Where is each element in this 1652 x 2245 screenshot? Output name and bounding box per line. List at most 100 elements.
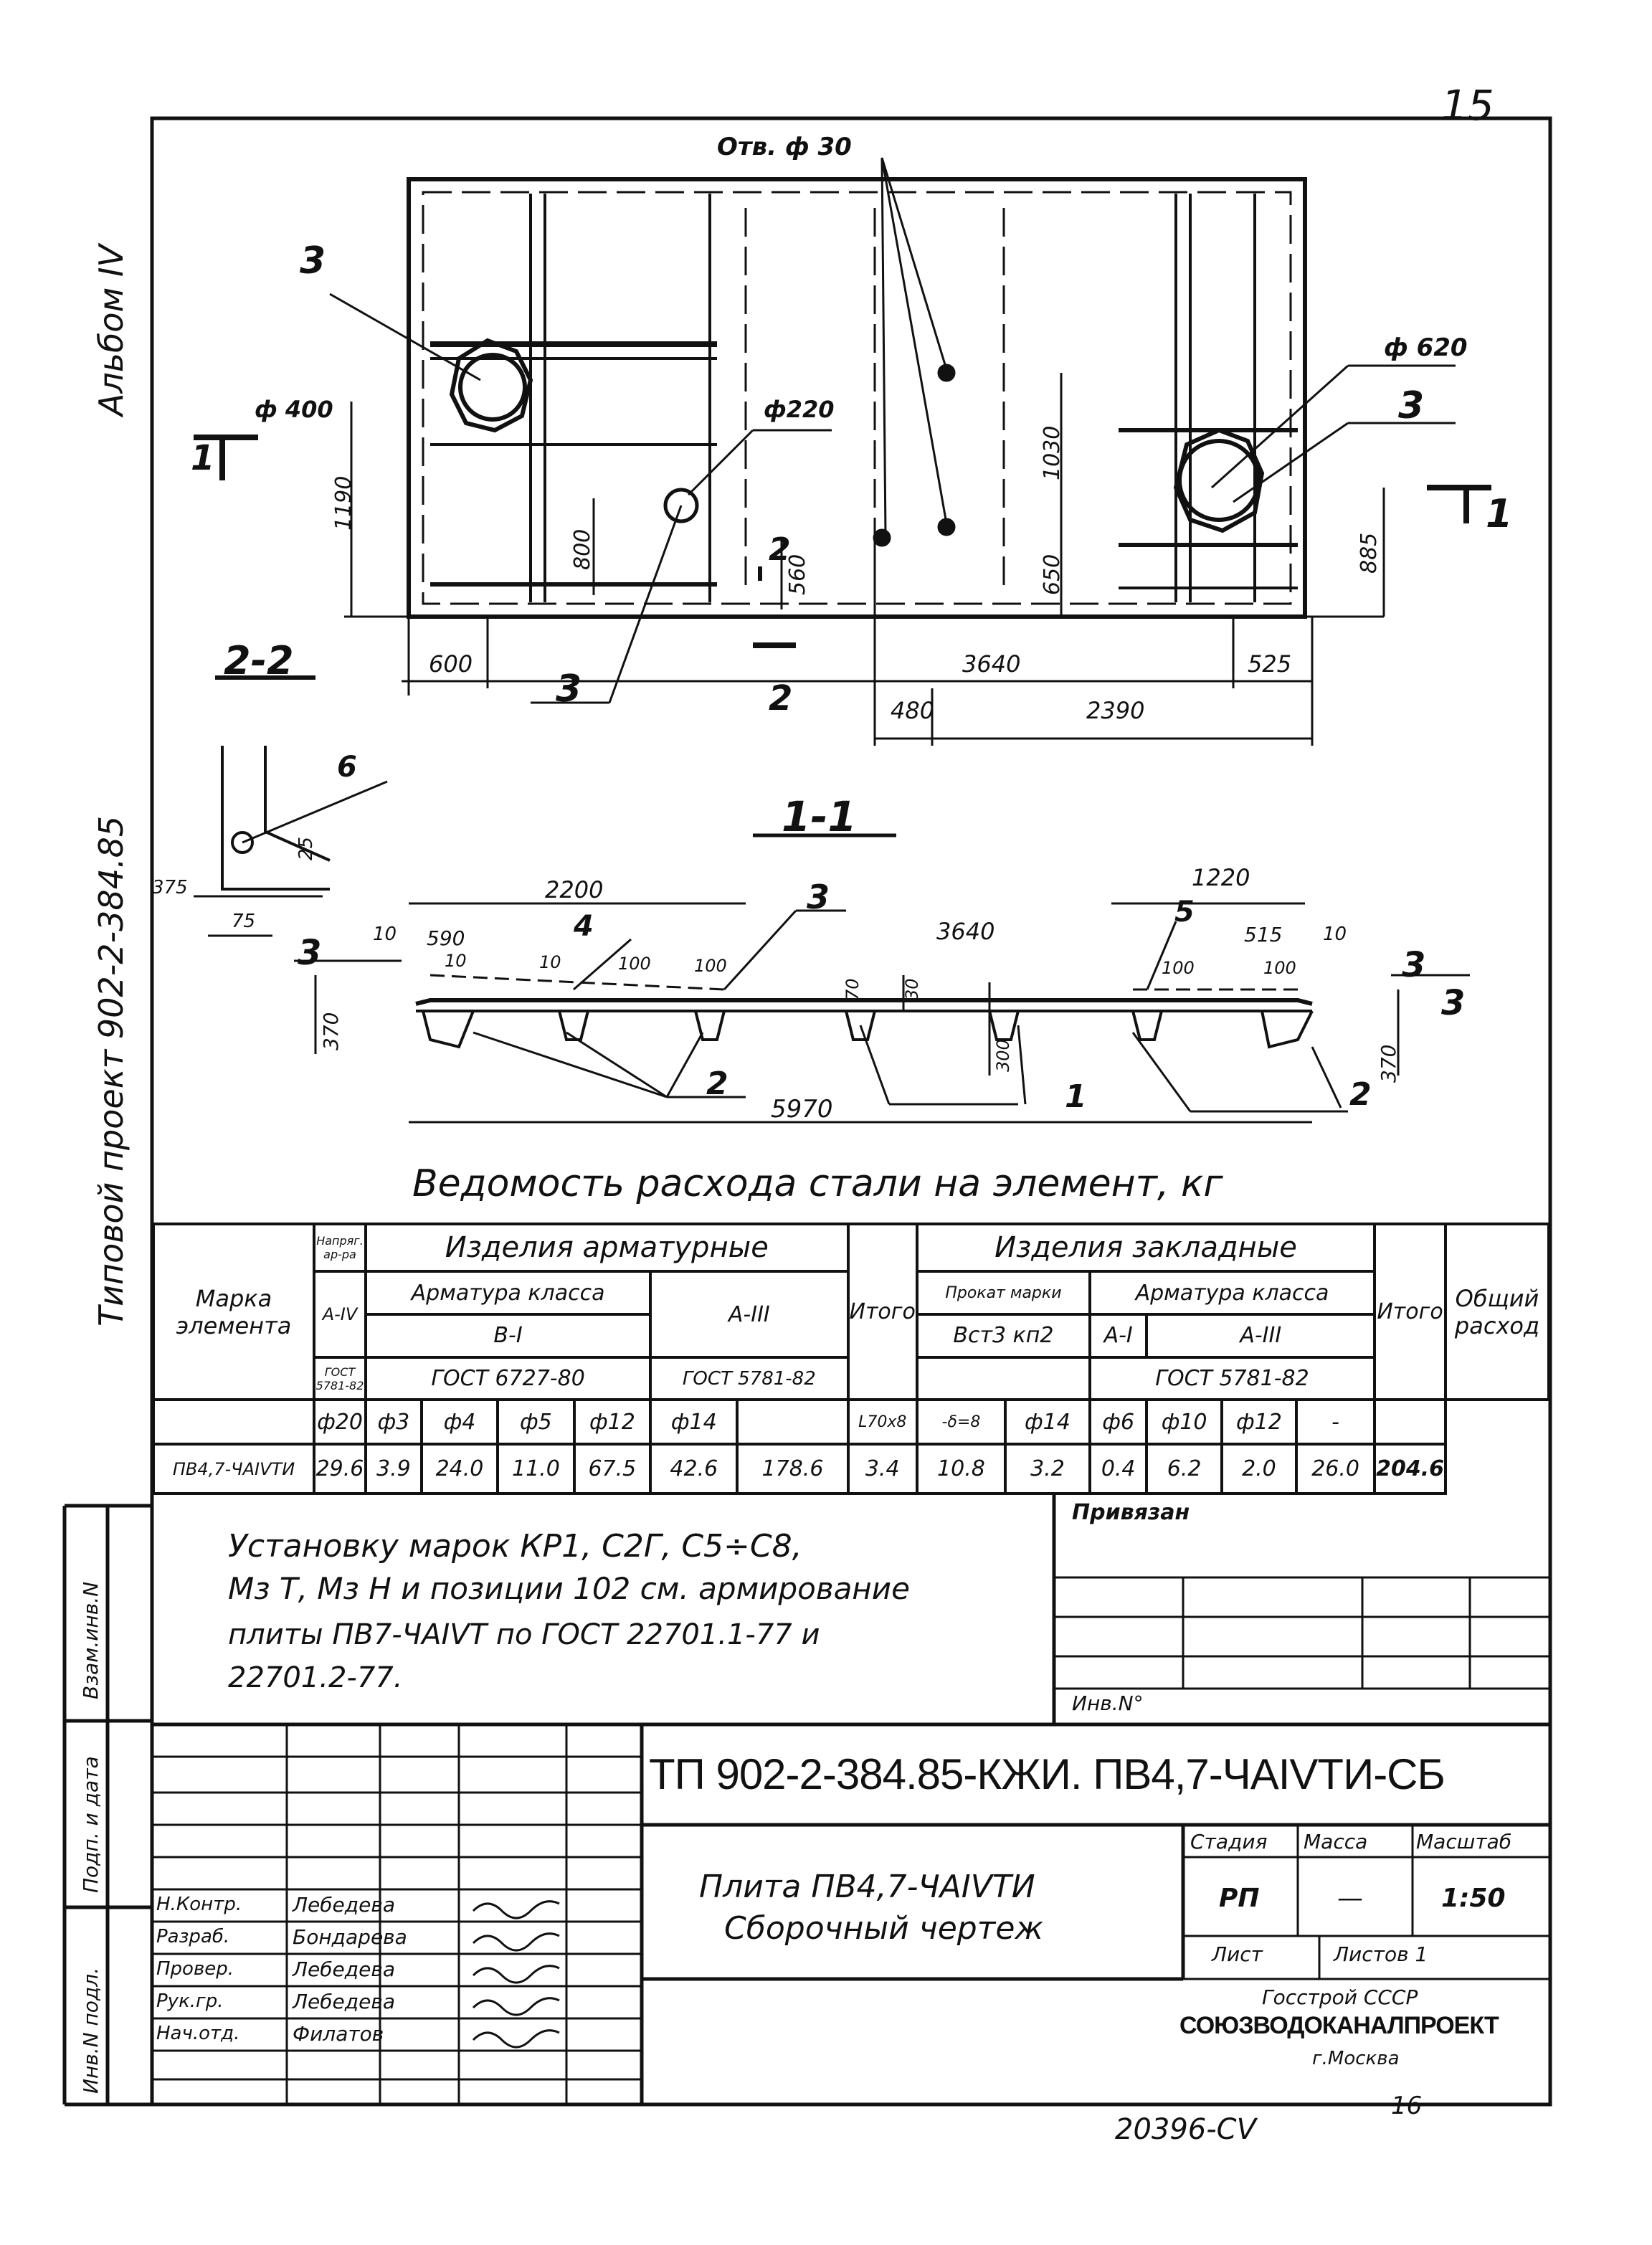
dia-plate: -δ=8 bbox=[915, 1398, 1007, 1446]
dia-14: ф14 bbox=[649, 1398, 739, 1446]
callout-3-left: 3 bbox=[300, 239, 326, 283]
std-gost-5781-a: ГОСТ 5781-82 bbox=[313, 1355, 367, 1402]
section-marker-2-top: 2 bbox=[769, 531, 791, 568]
dia-4: ф4 bbox=[419, 1398, 500, 1446]
dia-12-emb: ф12 bbox=[1220, 1398, 1299, 1446]
footer-number: 16 bbox=[1391, 2092, 1423, 2120]
role-3: Провер. bbox=[156, 1958, 234, 1980]
dim-480: 480 bbox=[891, 697, 935, 724]
dia-620-label: ф 620 bbox=[1384, 333, 1468, 362]
val-overall: 204.6 bbox=[1373, 1443, 1447, 1495]
attached-label: Привязан bbox=[1072, 1500, 1190, 1525]
document-code: ТП 902-2-384.85-КЖИ. ПВ4,7-ЧАIVТИ-СБ bbox=[649, 1750, 1446, 1798]
sec-dim-515: 515 bbox=[1244, 923, 1283, 946]
col-prestressed-header: Напряг. ар-ра bbox=[313, 1222, 367, 1273]
drawing-name-line-1: Плита ПВ4,7-ЧАIVТИ bbox=[699, 1869, 1035, 1905]
sec-dim-100a: 100 bbox=[618, 954, 651, 974]
class-a4: А-IV bbox=[313, 1270, 367, 1359]
val-3: 3.9 bbox=[364, 1443, 423, 1495]
org-soyuzvodokanalproekt: СОЮЗВОДОКАНАЛПРОЕКТ bbox=[1179, 2012, 1499, 2039]
detail-title-2-2: 2-2 bbox=[224, 638, 294, 683]
detail-2-2 bbox=[194, 746, 388, 937]
stage-value: РП bbox=[1219, 1884, 1260, 1913]
section-1-1 bbox=[294, 833, 1470, 1124]
note-line-2: Мз Т, Мз Н и позиции 102 см. армирование bbox=[228, 1571, 910, 1606]
note-line-3: плиты ПВ7-ЧАIVТ по ГОСТ 22701.1-77 и bbox=[228, 1618, 820, 1651]
steel-table-title: Ведомость расхода стали на элемент, кг bbox=[412, 1162, 1223, 1205]
section-marker-1-left: 1 bbox=[191, 438, 215, 478]
table-row: ПВ4,7-ЧАIVТИ 29.6 3.9 24.0 11.0 67.5 42.… bbox=[152, 1443, 1549, 1495]
embedded-items-header: Изделия закладные bbox=[915, 1222, 1377, 1273]
callout-3-right: 3 bbox=[1398, 384, 1425, 427]
overall-header: Общий расход bbox=[1444, 1222, 1550, 1402]
sheet-label: Лист bbox=[1212, 1942, 1263, 1966]
dim-2390: 2390 bbox=[1086, 697, 1145, 724]
stage-header: Стадия bbox=[1190, 1830, 1268, 1854]
dia-3: ф3 bbox=[364, 1398, 423, 1446]
reinf-class-header-2: Арматура класса bbox=[1088, 1270, 1377, 1316]
name-4: Лебедева bbox=[293, 1990, 396, 2013]
total-header-1: Итого bbox=[846, 1222, 918, 1402]
sec-dim-100d: 100 bbox=[1263, 958, 1296, 978]
detail-dim-75: 75 bbox=[232, 911, 256, 932]
sec-callout-2-right: 2 bbox=[1349, 1076, 1372, 1113]
val-10: 6.2 bbox=[1145, 1443, 1223, 1495]
footer-code: 20396-CV bbox=[1115, 2113, 1256, 2146]
holes-label: Отв. ф 30 bbox=[717, 133, 852, 161]
sec-callout-3-right: 3 bbox=[1402, 945, 1426, 985]
section-marker-1-right: 1 bbox=[1486, 491, 1513, 536]
val-total-emb: 26.0 bbox=[1295, 1443, 1377, 1495]
val-6: 0.4 bbox=[1088, 1443, 1149, 1495]
role-4: Рук.гр. bbox=[156, 1990, 224, 2012]
dia-5: ф5 bbox=[496, 1398, 576, 1446]
mass-header: Масса bbox=[1304, 1830, 1368, 1854]
reinf-class-header: Арматура класса bbox=[364, 1270, 652, 1316]
dia-10: ф10 bbox=[1145, 1398, 1223, 1446]
sec-callout-5: 5 bbox=[1174, 896, 1195, 929]
std-gost-6727: ГОСТ 6727-80 bbox=[364, 1355, 652, 1402]
detail-dim-375: 375 bbox=[152, 877, 188, 898]
steel-consumption-table: Марка элемента Напряг. ар-ра Изделия арм… bbox=[152, 1222, 1550, 1495]
class-b1: В-I bbox=[364, 1313, 652, 1359]
sec-callout-3-mid: 3 bbox=[807, 878, 830, 916]
sec-callout-1: 1 bbox=[1065, 1078, 1087, 1115]
section-marker-2-bottom: 2 bbox=[769, 678, 793, 718]
scale-header: Масштаб bbox=[1416, 1830, 1512, 1854]
callout-3-bottom: 3 bbox=[556, 668, 582, 711]
val-angle: 3.4 bbox=[846, 1443, 918, 1495]
row-mark: ПВ4,7-ЧАIVТИ bbox=[152, 1443, 315, 1495]
sec-dim-5970: 5970 bbox=[771, 1095, 833, 1124]
overall-blank bbox=[1373, 1398, 1447, 1446]
page-number: 15 bbox=[1441, 81, 1494, 130]
sec-callout-3-right2: 3 bbox=[1441, 983, 1466, 1023]
sec-callout-2-left: 2 bbox=[706, 1065, 728, 1102]
note-line-1: Установку марок КР1, С2Г, С5÷С8, bbox=[228, 1528, 802, 1565]
role-1: Н.Контр. bbox=[156, 1894, 242, 1915]
sec-dim-2200: 2200 bbox=[545, 876, 604, 903]
std-blank bbox=[915, 1355, 1091, 1402]
name-2: Бондарева bbox=[293, 1925, 407, 1949]
std-gost-5781-c: ГОСТ 5781-82 bbox=[1088, 1355, 1377, 1402]
val-plate: 10.8 bbox=[915, 1443, 1007, 1495]
inventory-label: Инв.N° bbox=[1072, 1691, 1144, 1715]
class-a1: А-I bbox=[1088, 1313, 1149, 1359]
mark-blank bbox=[152, 1398, 315, 1446]
sec-dim-10b: 10 bbox=[445, 951, 467, 971]
org-gosstroy: Госстрой СССР bbox=[1262, 1985, 1418, 2009]
name-1: Лебедева bbox=[293, 1893, 396, 1917]
plan-view bbox=[194, 157, 1491, 746]
val-12-emb: 2.0 bbox=[1220, 1443, 1299, 1495]
val-total-reinf: 178.6 bbox=[736, 1443, 850, 1495]
val-14: 42.6 bbox=[649, 1443, 739, 1495]
sec-dim-590: 590 bbox=[427, 926, 465, 950]
sec-dim-10a: 10 bbox=[373, 924, 397, 945]
role-5: Нач.отд. bbox=[156, 2023, 240, 2044]
sec-dim-1220: 1220 bbox=[1192, 864, 1250, 891]
dia-220-label: ф220 bbox=[764, 396, 835, 423]
role-2: Разраб. bbox=[156, 1926, 230, 1947]
total-dash: - bbox=[1295, 1398, 1377, 1446]
class-a3-embedded: А-III bbox=[1145, 1313, 1377, 1359]
section-title-1-1: 1-1 bbox=[782, 792, 857, 841]
